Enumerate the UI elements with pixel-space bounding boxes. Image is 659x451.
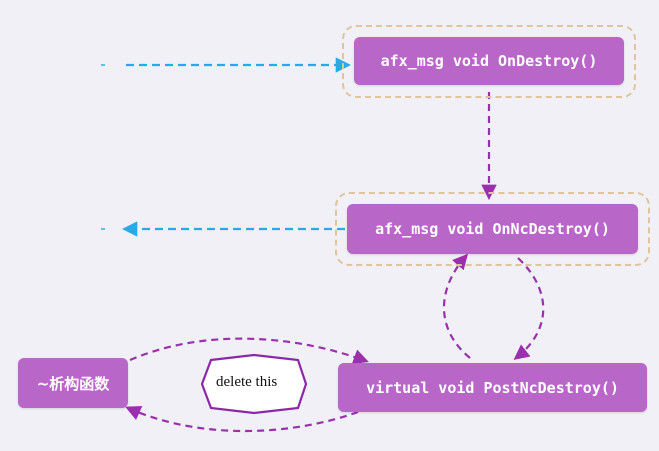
- delete-this-label: delete this: [216, 374, 278, 390]
- arrow-postncdestroy-to-onncdestroy: [442, 253, 471, 359]
- target-dot: [101, 228, 105, 230]
- onncdestroy-frame: [335, 192, 650, 266]
- arrow-onncdestroy-to-postncdestroy: [513, 257, 545, 360]
- destructor-node: ~析构函数: [18, 358, 128, 408]
- ondestroy-node: afx_msg void OnDestroy(): [354, 37, 624, 85]
- ondestroy-frame: [342, 25, 636, 98]
- postncdestroy-node: virtual void PostNcDestroy(): [338, 363, 647, 412]
- arrow-destructor-to-postncdestroy: [129, 337, 369, 364]
- delete-this-hexagon: [200, 353, 308, 415]
- arrow-postncdestroy-to-destructor: [125, 405, 359, 433]
- source-dot: [101, 64, 105, 66]
- onncdestroy-node: afx_msg void OnNcDestroy(): [347, 204, 638, 254]
